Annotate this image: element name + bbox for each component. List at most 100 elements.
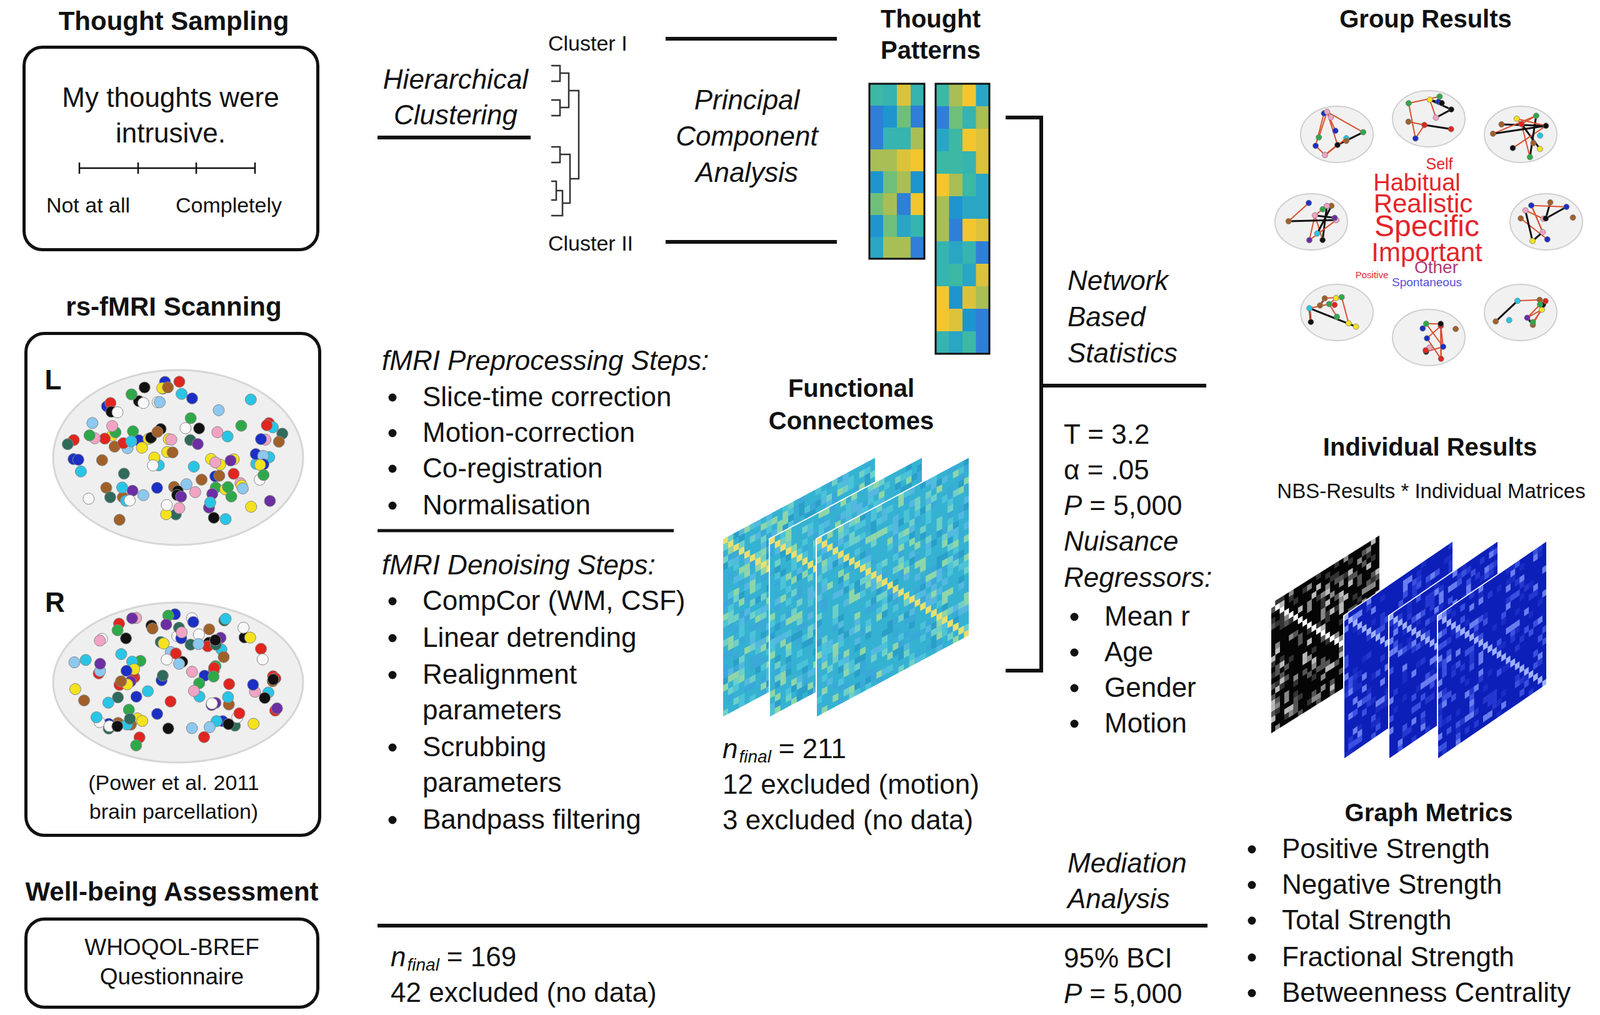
parcel-node <box>210 634 222 646</box>
matrix-cell <box>887 504 894 514</box>
matrix-cell <box>941 564 948 574</box>
heatmap-cell <box>935 286 950 310</box>
matrix-cell <box>838 664 844 674</box>
matrix-diagonal <box>903 591 910 601</box>
heatmap-cell <box>962 286 977 310</box>
parcel-node <box>220 613 232 625</box>
matrix-cell <box>859 468 865 479</box>
matrix-cell <box>1284 695 1290 705</box>
matrix-diagonal <box>860 563 866 574</box>
matrix-cell <box>832 622 839 632</box>
matrix-cell <box>1298 605 1304 614</box>
matrix-cell <box>1430 571 1436 581</box>
matrix-cell <box>1311 623 1317 633</box>
matrix-cell <box>881 513 888 523</box>
matrix-cell <box>903 648 910 659</box>
matrix-cell <box>755 531 762 541</box>
parcel-node <box>80 654 92 666</box>
parcel-node <box>124 495 136 507</box>
heatmap-cell <box>949 331 964 355</box>
matrix-diagonal <box>1330 634 1335 643</box>
matrix-cell <box>722 561 729 571</box>
matrix-cell <box>871 583 877 593</box>
matrix-cell <box>876 611 882 622</box>
parcel-node <box>86 417 99 429</box>
matrix-cell <box>796 597 803 607</box>
heatmap-cell <box>910 83 925 107</box>
parcel-node <box>116 481 129 494</box>
parcel-node <box>188 461 200 473</box>
matrix-cell <box>816 695 822 705</box>
parcel-node <box>238 621 250 634</box>
matrix-cell <box>947 586 954 597</box>
matrix-cell <box>936 528 943 539</box>
matrix-cell <box>958 549 965 559</box>
matrix-cell <box>898 568 904 579</box>
matrix-cell <box>1320 661 1326 671</box>
matrix-cell <box>958 561 965 572</box>
parcel-node <box>220 513 232 525</box>
connectome-matrices <box>722 456 970 718</box>
matrix-diagonal <box>827 542 834 552</box>
matrix-cell <box>843 597 850 607</box>
parcel-node <box>203 721 215 733</box>
parcel-node <box>188 685 200 697</box>
parcel-node <box>113 514 125 526</box>
heatmap-cell <box>949 173 964 197</box>
matrix-cell <box>722 638 729 648</box>
heatmap-cell <box>976 308 990 332</box>
parcel-node <box>264 495 276 507</box>
matrix-cell <box>915 630 921 640</box>
matrix-cell <box>769 618 775 629</box>
scale-tick <box>195 162 198 174</box>
matrix-cell <box>771 515 778 525</box>
matrix-diagonal <box>785 546 792 556</box>
matrix-cell <box>755 595 762 605</box>
matrix-cell <box>1357 556 1363 566</box>
matrix-diagonal <box>898 587 904 597</box>
parcel-node <box>156 670 169 682</box>
matrix-cell <box>775 577 781 587</box>
matrix-cell <box>1338 650 1344 659</box>
heatmap-cell <box>949 308 964 332</box>
parcel-node <box>248 718 260 730</box>
matrix-cell <box>1284 662 1290 672</box>
heatmap-cell <box>962 151 977 175</box>
parcel-node <box>151 708 163 720</box>
matrix-cell <box>920 531 926 541</box>
matrix-diagonal <box>909 594 915 604</box>
matrix-cell <box>728 558 734 568</box>
matrix-cell <box>760 643 767 653</box>
matrix-cell <box>1280 681 1285 691</box>
heatmap-cell <box>896 105 912 129</box>
heatmap-cell <box>910 105 925 129</box>
matrix-diagonal <box>876 573 882 584</box>
heatmap-cell <box>949 83 964 107</box>
parcel-node <box>173 502 185 514</box>
matrix-cell <box>1306 604 1312 614</box>
matrix-diagonal <box>849 556 855 567</box>
individual-matrices <box>1270 534 1547 760</box>
matrix-cell <box>1343 624 1349 634</box>
matrix-cell <box>807 668 814 679</box>
matrix-cell <box>895 481 901 491</box>
matrix-cell <box>1357 578 1363 588</box>
matrix-cell <box>1298 692 1304 702</box>
heatmap-cell <box>935 128 950 152</box>
matrix-cell <box>1338 666 1344 675</box>
matrix-cell <box>750 610 756 620</box>
matrix-cell <box>838 683 844 694</box>
parcel-node <box>173 376 185 388</box>
matrix-cell <box>755 665 762 675</box>
parcel-node <box>72 454 84 466</box>
matrix-cell <box>941 538 948 549</box>
parcel-node <box>136 715 149 727</box>
matrix-cell <box>769 688 775 699</box>
matrix-cell <box>802 524 809 534</box>
matrix-cell <box>796 661 803 671</box>
parcel-node <box>225 455 237 467</box>
matrix-cell <box>832 680 839 690</box>
matrix-diagonal <box>1334 636 1339 645</box>
matrix-diagonal <box>887 580 894 590</box>
flow-line <box>377 135 531 140</box>
